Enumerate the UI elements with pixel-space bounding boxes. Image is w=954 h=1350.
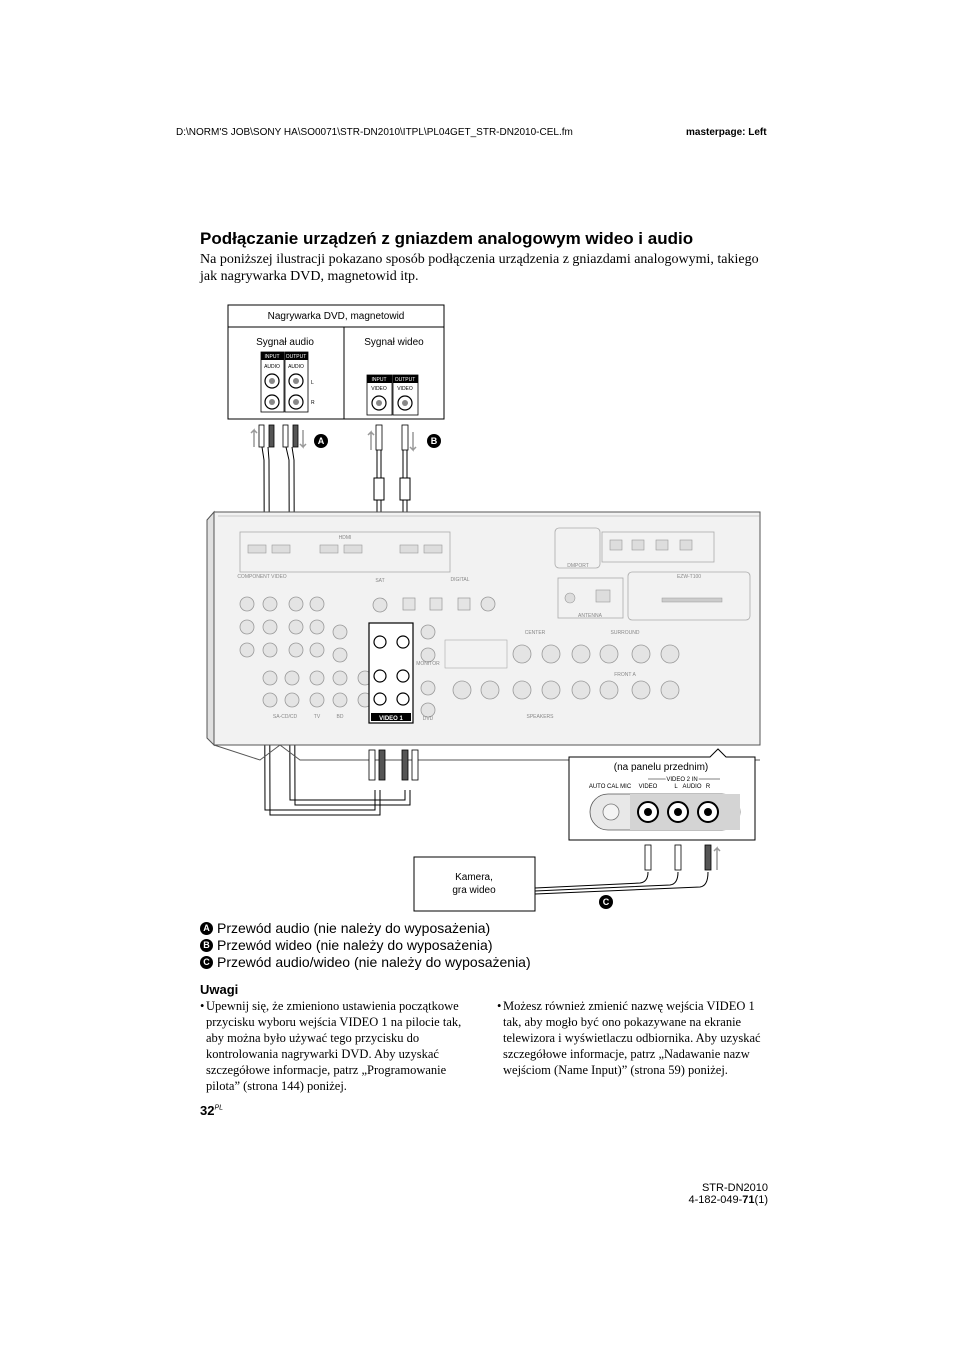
header-masterpage: masterpage: Left	[686, 127, 767, 138]
receiver-dvd-label: DVD	[423, 716, 434, 722]
section-intro: Na poniższej ilustracji pokazano sposób …	[200, 252, 759, 284]
receiver-component-label: COMPONENT VIDEO	[237, 574, 286, 580]
note-item-1: • Upewnij się, że zmieniono ustawienia p…	[200, 998, 470, 1094]
receiver-rear-panel: HDMI DMPORT EZW-T100 ANTENNA COMPONENT V…	[206, 510, 761, 761]
receiver-front-a-label: FRONT A	[614, 672, 636, 678]
jack-input-label: INPUT	[265, 354, 280, 360]
front-panel-label: (na panelu przednim)	[614, 762, 709, 773]
device-box-title: Nagrywarka DVD, magnetowid	[268, 311, 405, 322]
cable-a-plugs: A	[250, 424, 328, 449]
page-number-value: 32	[200, 1103, 215, 1118]
front-r: R	[706, 784, 711, 790]
footer-code-suffix: (1)	[754, 1194, 768, 1206]
legend-marker-c: C	[200, 956, 213, 969]
device-audio-jacks: INPUT OUTPUT AUDIO AUDIO L R	[260, 351, 315, 413]
receiver-sat-label: SAT	[375, 578, 384, 584]
video-jack-input-label: INPUT	[372, 377, 387, 383]
receiver-hdmi-label: HDMI	[339, 535, 352, 541]
legend-text-b: Przewód wideo (nie należy do wyposażenia…	[217, 937, 493, 953]
receiver-antenna-label: ANTENNA	[578, 613, 603, 619]
section-title: Podłączanie urządzeń z gniazdem analogow…	[200, 229, 694, 248]
front-auto-cal: AUTO CAL MIC	[589, 784, 632, 790]
legend-item-c: C Przewód audio/wideo (nie należy do wyp…	[200, 954, 531, 971]
front-audio: AUDIO	[682, 784, 701, 790]
device-video-jacks: INPUT OUTPUT VIDEO VIDEO	[366, 374, 419, 416]
jack-ch-r: R	[311, 400, 315, 406]
receiver-speakers-label: SPEAKERS	[527, 714, 555, 720]
camera-label-line2: gra wideo	[452, 885, 496, 896]
front-panel-inset: (na panelu przednim) VIDEO 2 IN AUTO CAL…	[568, 748, 756, 841]
receiver-sacd-label: SA-CD/CD	[273, 714, 298, 720]
audio-signal-label: Sygnał audio	[256, 337, 314, 348]
receiver-video1-label: VIDEO 1	[379, 716, 403, 722]
footer-code-bold: 71	[742, 1194, 755, 1206]
legend-text-a: Przewód audio (nie należy do wyposażenia…	[217, 920, 491, 936]
receiver-digital-label: DIGITAL	[450, 577, 469, 583]
header-file-path: D:\NORM'S JOB\SONY HA\SO0071\STR-DN2010\…	[176, 127, 573, 138]
note-bullet-1: •	[200, 999, 205, 1013]
receiver-ezw-label: EZW-T100	[677, 574, 701, 580]
footer-model: STR-DN2010	[701, 1182, 768, 1194]
front-video: VIDEO	[639, 784, 658, 790]
footer: STR-DN2010 4-182-049-71(1)	[688, 1182, 768, 1206]
video-jack-output-label: OUTPUT	[395, 377, 416, 383]
camera-label-line1: Kamera,	[455, 872, 493, 883]
page-number: 32PL	[200, 1103, 223, 1118]
jack-audio-label-1: AUDIO	[264, 364, 280, 370]
footer-code: 4-182-049-71(1)	[688, 1194, 768, 1206]
note-item-2: • Możesz również zmienić nazwę wejścia V…	[497, 998, 767, 1078]
legend-marker-b: B	[200, 939, 213, 952]
video-jack-video-label-2: VIDEO	[397, 386, 413, 392]
page-number-suffix: PL	[214, 1104, 224, 1112]
receiver-tv-label: TV	[314, 714, 321, 720]
jack-output-label: OUTPUT	[286, 354, 307, 360]
receiver-center-label: CENTER	[525, 630, 546, 636]
receiver-side-plugs	[368, 749, 419, 781]
cable-lines	[261, 446, 411, 816]
callout-b: B	[431, 436, 438, 446]
camera-box: Kamera, gra wideo	[413, 856, 536, 912]
receiver-monitor-label: MONITOR	[416, 661, 440, 667]
note-bullet-2: •	[497, 999, 502, 1013]
video-jack-video-label-1: VIDEO	[371, 386, 387, 392]
receiver-dmport-label: DMPORT	[567, 563, 589, 569]
notes-title: Uwagi	[200, 982, 239, 997]
legend: A Przewód audio (nie należy do wyposażen…	[200, 920, 531, 971]
callout-a: A	[318, 436, 325, 446]
footer-code-prefix: 4-182-049-	[688, 1194, 743, 1206]
jack-audio-label-2: AUDIO	[288, 364, 304, 370]
legend-item-b: B Przewód wideo (nie należy do wyposażen…	[200, 937, 531, 954]
front-l: L	[674, 784, 678, 790]
cable-b-plugs: B	[367, 424, 441, 452]
callout-c: C	[603, 897, 610, 907]
receiver-bd-label: BD	[337, 714, 344, 720]
video-signal-label: Sygnał wideo	[364, 337, 424, 348]
legend-item-a: A Przewód audio (nie należy do wyposażen…	[200, 920, 531, 937]
legend-text-c: Przewód audio/wideo (nie należy do wypos…	[217, 954, 531, 970]
legend-marker-a: A	[200, 922, 213, 935]
note-text-1: Upewnij się, że zmieniono ustawienia poc…	[206, 999, 462, 1093]
receiver-surround-label: SURROUND	[611, 630, 640, 636]
cable-c: C	[534, 844, 721, 909]
note-text-2: Możesz również zmienić nazwę wejścia VID…	[503, 999, 761, 1077]
front-video2-in: VIDEO 2 IN	[666, 777, 697, 783]
jack-ch-l: L	[311, 380, 314, 386]
